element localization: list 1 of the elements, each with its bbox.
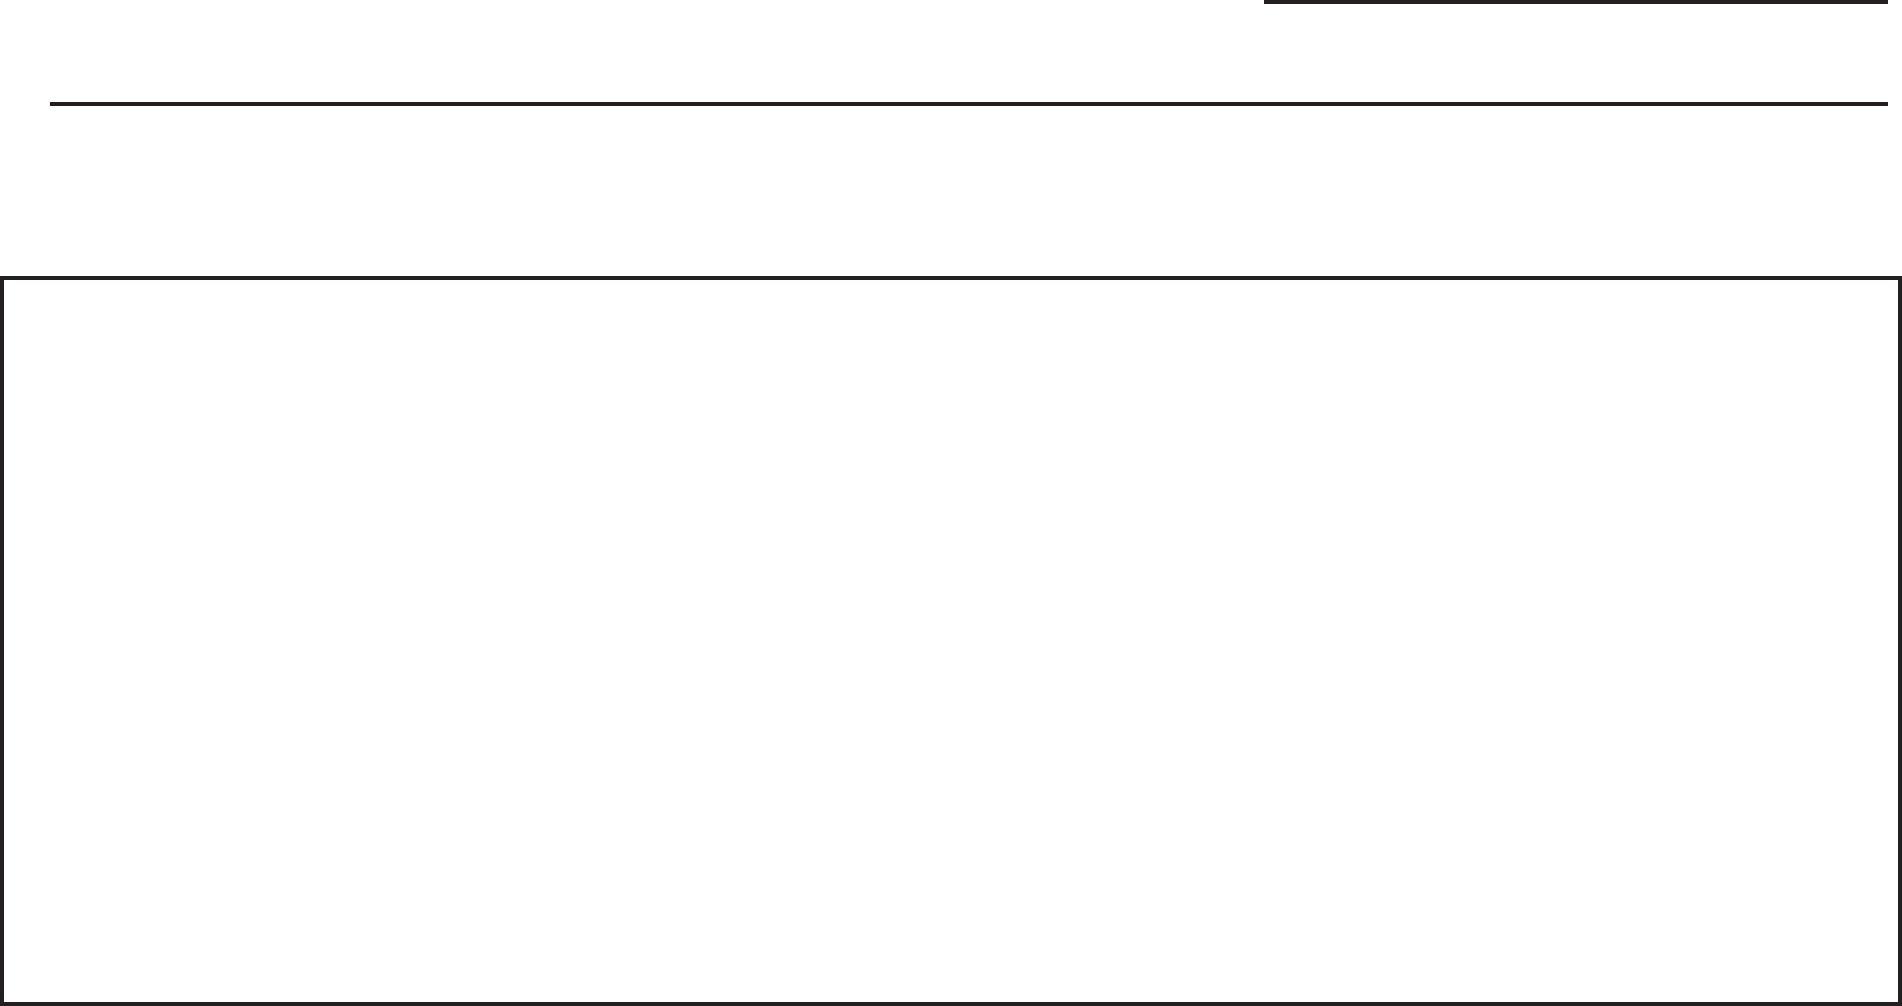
- answer-box: [0, 276, 1902, 1006]
